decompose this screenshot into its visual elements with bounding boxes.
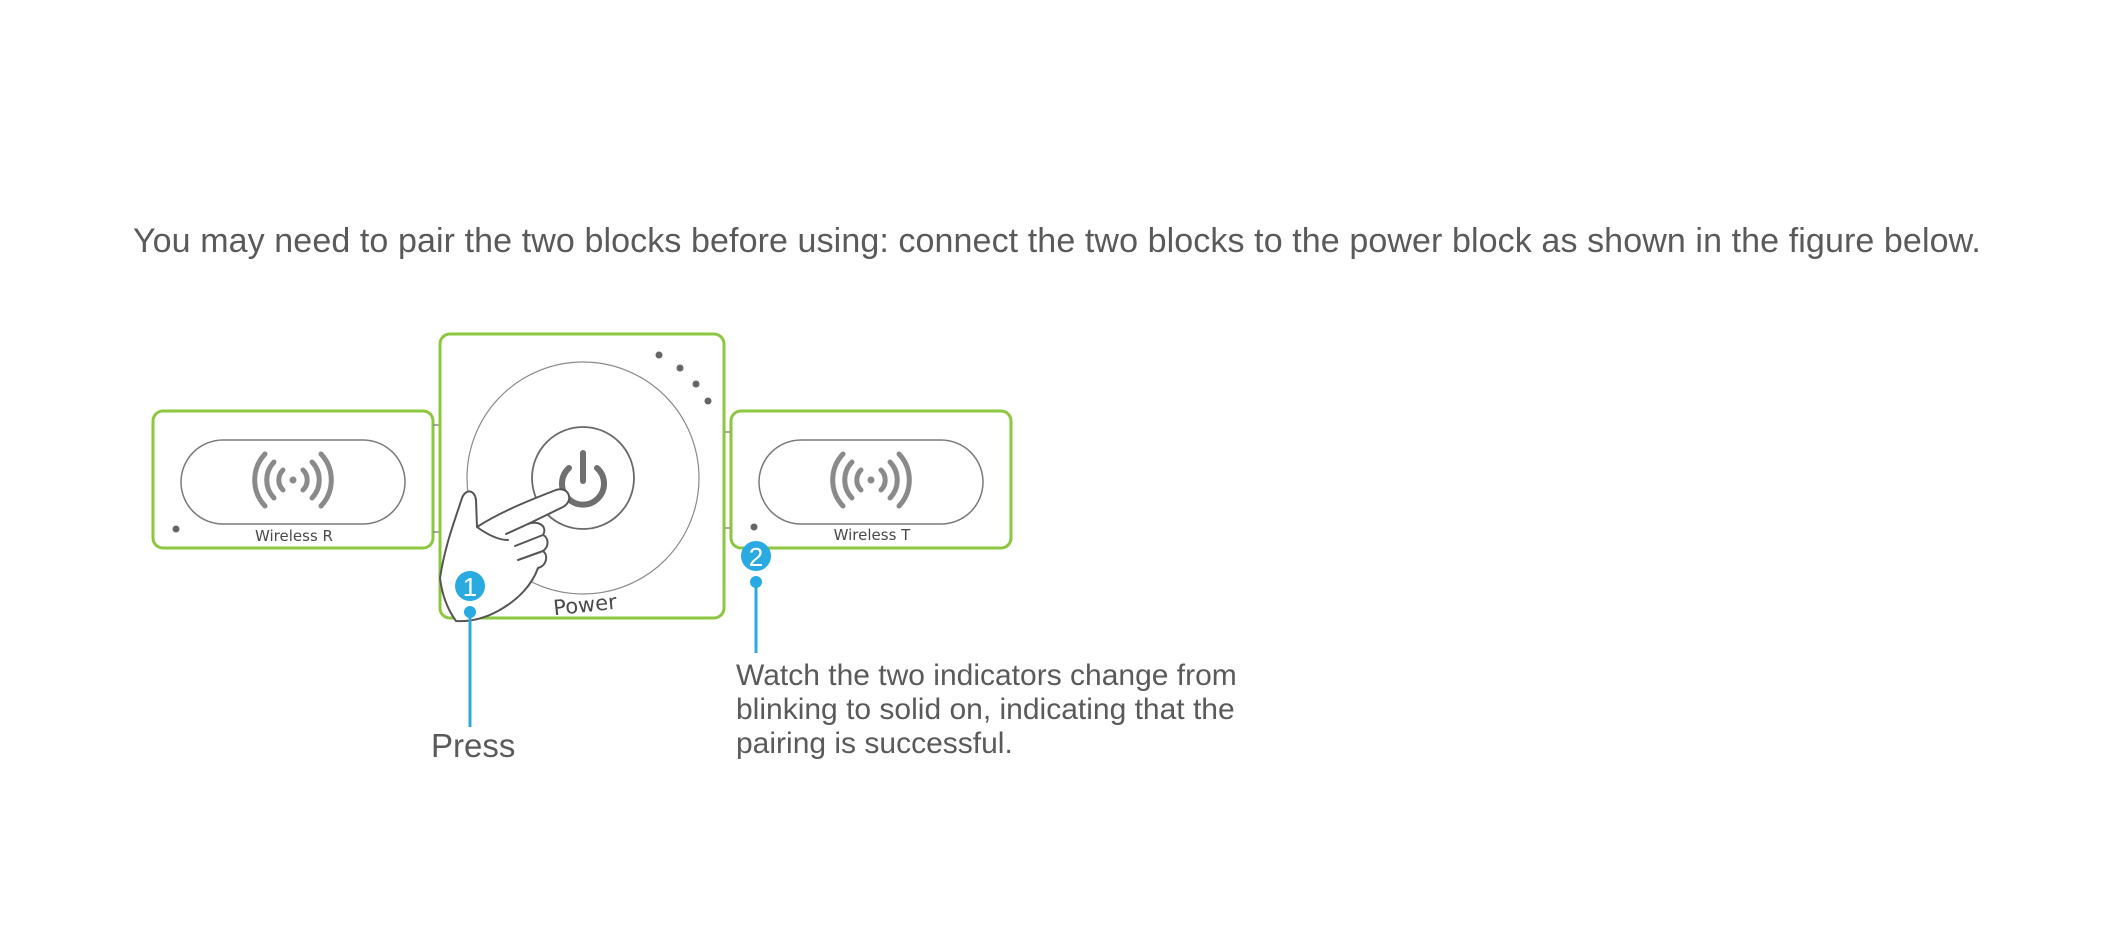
wireless-signal-icon <box>830 451 912 509</box>
wireless-signal-icon <box>252 451 334 509</box>
wireless-t-label: Wireless T <box>834 526 912 544</box>
callout-1: 1 <box>455 571 485 727</box>
power-icon <box>559 450 607 508</box>
wireless-r-block: Wireless R <box>151 409 435 550</box>
step-1-number: 1 <box>463 572 477 602</box>
step-2-line: blinking to solid on, indicating that th… <box>736 693 1235 726</box>
step-2-text: Watch the two indicators change from bli… <box>736 659 1237 761</box>
step-2-line: pairing is successful. <box>736 727 1013 760</box>
step-2-badge <box>741 541 771 571</box>
step-1-text: Press <box>431 727 516 764</box>
step-2-number: 2 <box>749 542 763 572</box>
step-1-badge <box>455 571 485 601</box>
indicator-led-r <box>172 525 180 533</box>
callout-2: 2 <box>741 541 771 653</box>
wireless-r-label: Wireless R <box>255 527 333 545</box>
step-2-line: Watch the two indicators change from <box>736 659 1237 692</box>
indicator-led-t <box>750 523 758 531</box>
wireless-t-block: Wireless T <box>729 409 1013 550</box>
instruction-text: You may need to pair the two blocks befo… <box>133 222 1981 260</box>
indicator-leds <box>655 351 712 405</box>
